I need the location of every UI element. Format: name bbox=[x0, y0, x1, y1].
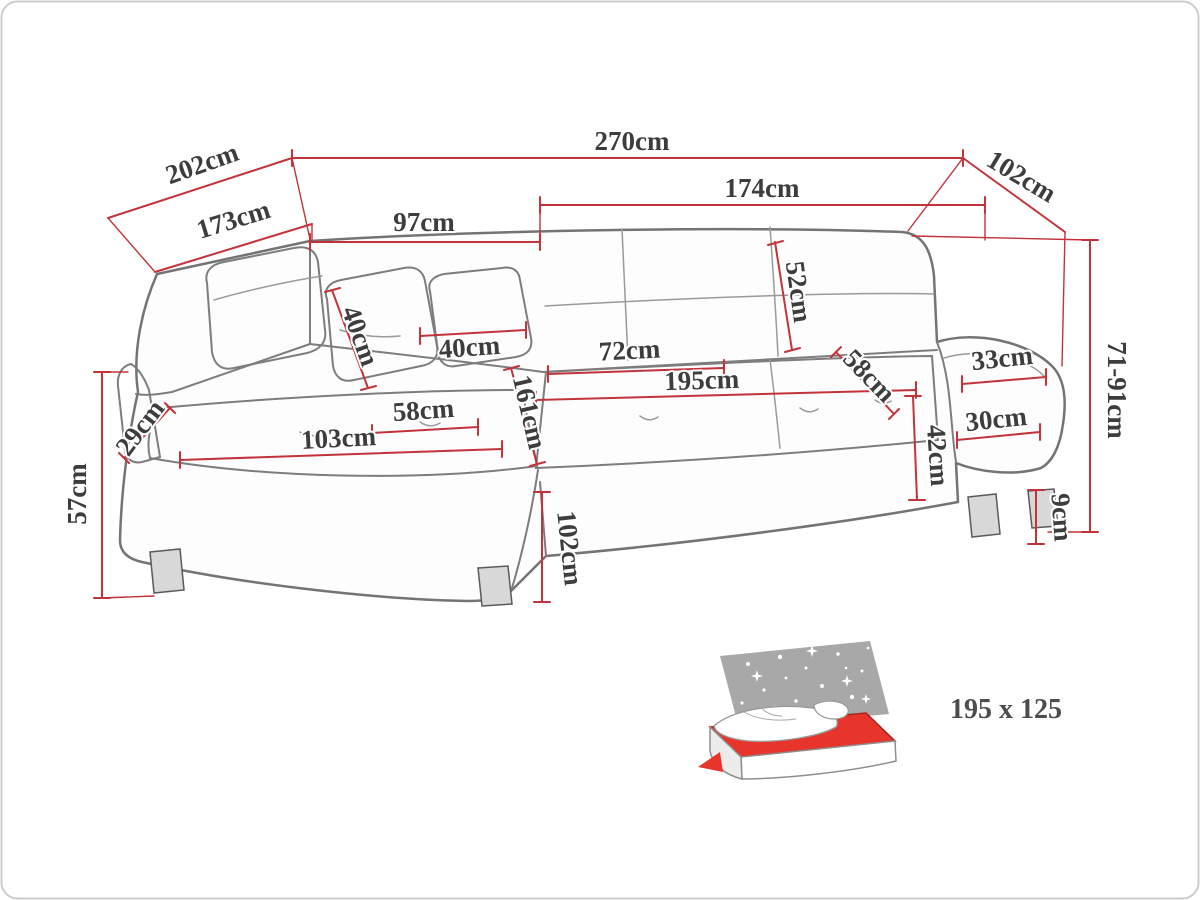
label-overall-width: 270cm bbox=[595, 126, 670, 156]
label-armrest-top-width: 33cm bbox=[970, 340, 1035, 376]
dim-line-58-right bbox=[835, 351, 895, 415]
dim-line-195 bbox=[535, 389, 917, 401]
dim-line-40-pillow-height bbox=[331, 289, 369, 389]
dimension-lines bbox=[93, 149, 1099, 603]
label-back-left-width: 97cm bbox=[393, 207, 455, 237]
label-chaise-seat-width: 58cm bbox=[392, 393, 456, 427]
dim-line-58-left bbox=[371, 426, 479, 434]
dim-line-202 bbox=[107, 157, 293, 219]
chaise-seat-cushion bbox=[147, 388, 539, 477]
pull-out-arrow bbox=[698, 752, 723, 772]
pillow-left-crease bbox=[339, 329, 401, 338]
dim-line-30 bbox=[956, 431, 1041, 441]
bed-front-face bbox=[740, 740, 897, 780]
label-armrest-base-width: 30cm bbox=[964, 401, 1029, 437]
label-pillow-width: 40cm bbox=[438, 330, 502, 364]
label-side-height: 57cm bbox=[62, 463, 92, 525]
bed-pillow bbox=[813, 700, 849, 720]
label-seat-height: 42cm bbox=[921, 424, 955, 488]
label-total-height: 71-91cm bbox=[1102, 341, 1132, 439]
dimension-extension-lines bbox=[101, 157, 1091, 599]
dim-line-72 bbox=[547, 367, 725, 375]
label-chaise-seat-length: 103cm bbox=[300, 421, 377, 455]
sofa-drawing bbox=[116, 226, 1066, 607]
dim-line-33 bbox=[961, 376, 1047, 385]
label-leg-height: 9cm bbox=[1045, 492, 1078, 542]
dim-line-102-top bbox=[962, 157, 1066, 233]
dim-line-42 bbox=[912, 395, 918, 501]
sleeping-function-icon: 195 x 125 bbox=[698, 641, 1064, 780]
label-seat-width: 195cm bbox=[664, 364, 740, 397]
seat-seam bbox=[769, 359, 781, 449]
leg-front-left bbox=[149, 548, 185, 594]
dim-line-103 bbox=[179, 448, 503, 461]
label-chaise-side-length: 102cm bbox=[551, 509, 589, 587]
leg-front-right bbox=[967, 493, 1001, 538]
dim-line-29 bbox=[123, 407, 171, 459]
bed-blanket-creases bbox=[743, 705, 797, 721]
bed-blanket bbox=[713, 705, 838, 743]
stars bbox=[740, 645, 871, 715]
headrest-fold bbox=[213, 275, 323, 301]
label-seat-depth: 72cm bbox=[598, 333, 661, 366]
leg-chaise-right bbox=[477, 565, 513, 607]
chaise-tuft-marks bbox=[299, 421, 441, 437]
main-seat-cushion bbox=[534, 354, 940, 470]
sleeping-area-size-label: 195 x 125 bbox=[950, 694, 1062, 725]
dim-line-40-pillow-width bbox=[419, 329, 527, 337]
dimension-ticks bbox=[93, 149, 1099, 603]
dim-line-161 bbox=[510, 367, 538, 465]
left-armrest bbox=[116, 362, 162, 464]
pillow-right bbox=[428, 266, 533, 368]
headrest bbox=[205, 246, 327, 370]
sofa-silhouette bbox=[118, 227, 1066, 603]
dim-line-52 bbox=[774, 241, 793, 351]
dim-line-173 bbox=[154, 223, 313, 273]
label-back-right-width: 174cm bbox=[725, 173, 800, 203]
